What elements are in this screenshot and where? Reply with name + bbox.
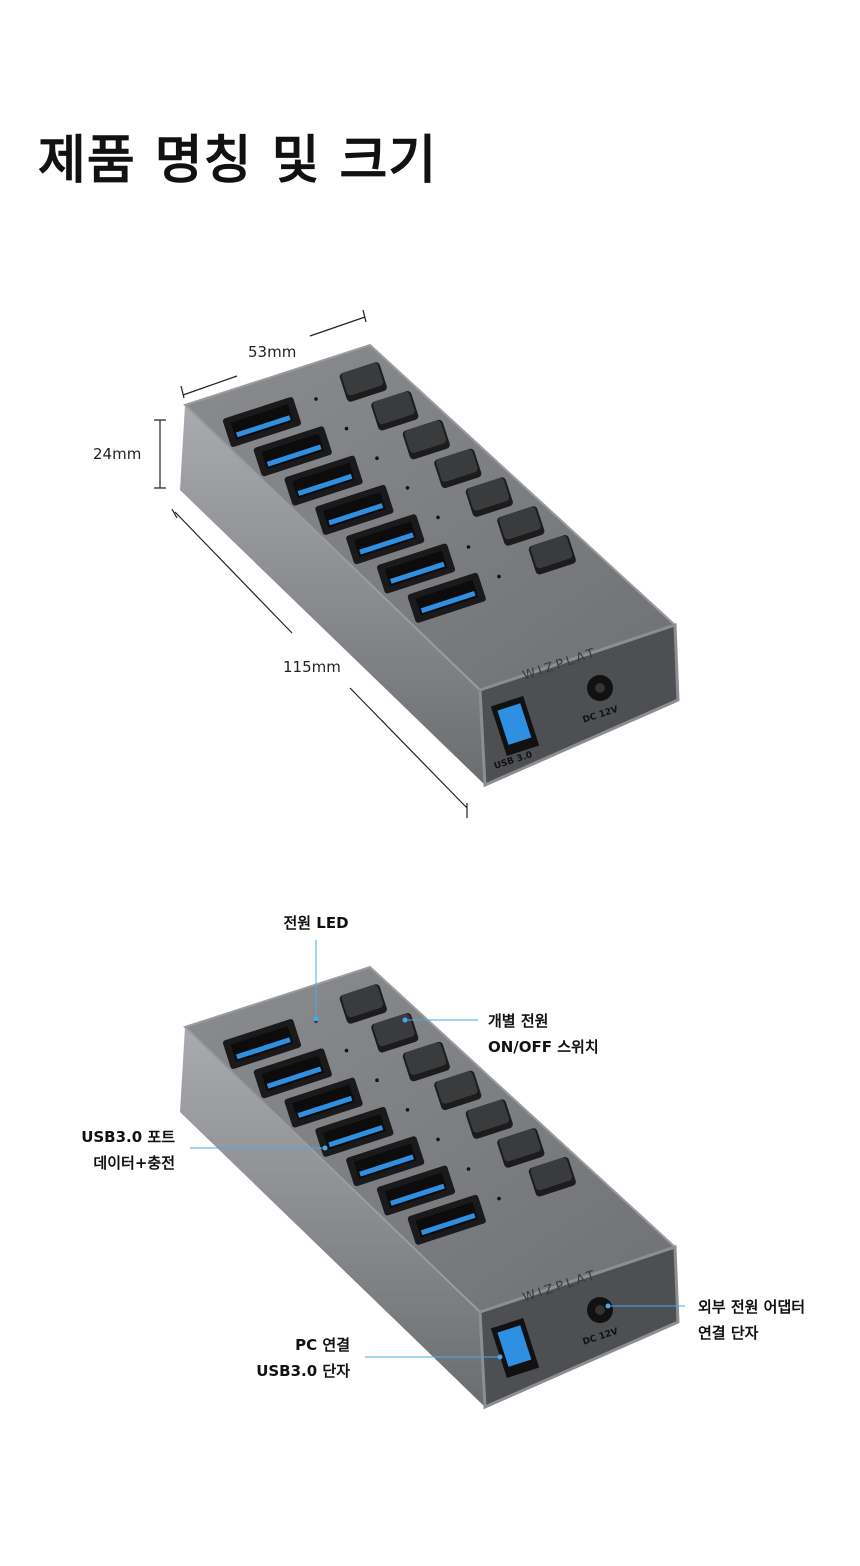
led-indicator (497, 574, 501, 579)
usb-port (284, 455, 363, 506)
led-indicator (466, 545, 471, 549)
power-switch-button (339, 362, 387, 402)
length-dimension: 115mm (283, 658, 341, 676)
hub-parts-view: WIZPLAT DC 12V 전원 LED 개별 전원 ON/OFF 스위치 U… (81, 914, 805, 1409)
power-switch-button (465, 477, 513, 517)
width-dimension: 53mm (248, 343, 296, 361)
power-switch-button (339, 984, 387, 1024)
switch-label-2: ON/OFF 스위치 (488, 1038, 599, 1056)
led-indicator (314, 397, 318, 401)
power-led-label: 전원 LED (283, 914, 348, 932)
hub-dimension-view: WIZPLAT DC 12V USB 3.0 53mm 24mm 115mm (93, 309, 680, 818)
switch-label-1: 개별 전원 (488, 1012, 548, 1030)
usb-port (315, 1106, 394, 1157)
usb-port (222, 1019, 302, 1069)
usb-port (376, 543, 456, 594)
height-dimension: 24mm (93, 445, 141, 463)
usb-port (253, 1048, 332, 1099)
adapter-label-1: 외부 전원 어댑터 (698, 1298, 805, 1316)
led-indicator (436, 515, 440, 520)
usb-port (376, 1165, 456, 1216)
usb-port (346, 1136, 425, 1187)
power-switch-button (434, 1070, 482, 1111)
led-indicator (466, 1167, 471, 1171)
power-switch-button (402, 419, 450, 460)
usb-port (346, 514, 425, 565)
callout-lines (190, 940, 685, 1358)
led-indicator (344, 426, 349, 431)
adapter-label-2: 연결 단자 (698, 1324, 759, 1342)
pc-label-1: PC 연결 (295, 1336, 350, 1354)
led-indicator (375, 456, 379, 461)
power-switch-button (465, 1099, 513, 1139)
usb-port (284, 1077, 363, 1128)
ports-label-1: USB3.0 포트 (81, 1128, 175, 1146)
power-switch-button (371, 391, 419, 431)
usb-port (407, 572, 486, 623)
pc-label-2: USB3.0 단자 (256, 1362, 350, 1380)
power-switch-button (528, 1157, 576, 1197)
usb-port (407, 1194, 486, 1245)
led-indicator (497, 1196, 501, 1201)
led-indicator (436, 1137, 440, 1142)
usb-port (315, 484, 394, 535)
page-title: 제품 명칭 및 크기 (38, 131, 438, 191)
power-switch-button (497, 506, 545, 546)
usb-port (222, 397, 302, 447)
led-indicator (375, 1078, 379, 1082)
power-switch-button (528, 535, 576, 575)
power-switch-button (497, 1128, 545, 1168)
led-indicator (405, 486, 410, 490)
led-indicator (405, 1108, 410, 1112)
power-switch-button (402, 1041, 450, 1082)
dimension-lines (154, 309, 468, 818)
ports-label-2: 데이터+충전 (93, 1154, 175, 1172)
power-switch-button (434, 448, 482, 489)
usb-port (253, 426, 332, 477)
led-indicator (344, 1048, 349, 1053)
